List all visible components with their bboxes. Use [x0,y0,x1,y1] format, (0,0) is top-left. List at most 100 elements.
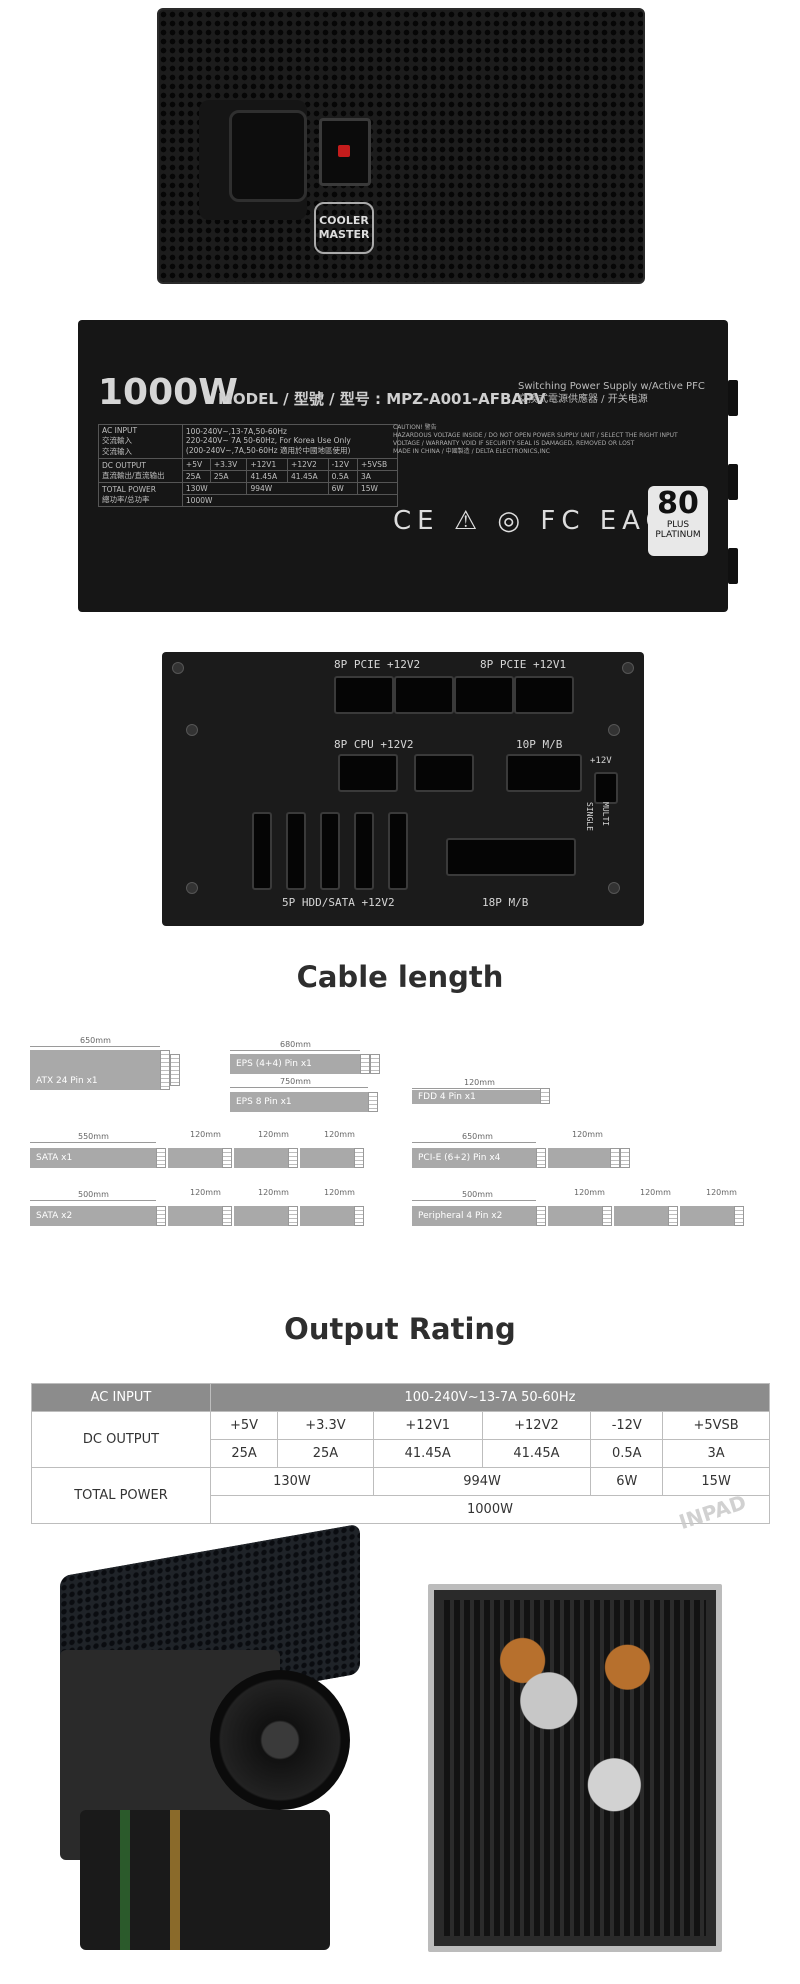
cable-plug [160,1050,170,1090]
mini-amp: 25A [209,470,248,483]
power-group: 994W [372,1467,592,1496]
cable-label: EPS 8 Pin x1 [236,1097,292,1107]
rail-label: +5V [209,1411,279,1440]
cable-eps8 [230,1092,368,1112]
label-multi: MULTI [601,802,610,827]
mini-rail: +12V2 [287,458,329,471]
sata-port [252,812,272,890]
psu-back-photo: COOLER MASTER [157,8,645,284]
cable-plug [536,1148,546,1168]
rail-switch [594,772,618,804]
cable-dim: 120mm [190,1130,221,1139]
screw [186,882,198,894]
cable-label: FDD 4 Pin x1 [418,1092,476,1102]
psu-fan [210,1670,350,1810]
cable-dim: 750mm [280,1077,311,1086]
label-8p-cpu: 8P CPU +12V2 [334,738,414,751]
dim-line [30,1142,156,1143]
cable-seg [168,1206,222,1226]
rail-label: +12V2 [481,1411,592,1440]
mini-rail: -12V [327,458,359,471]
mini-total: 1000W [181,494,399,507]
dc-output-label: DC OUTPUT [31,1411,211,1468]
rail-amps: 25A [209,1439,279,1468]
cable-dim: 650mm [80,1036,111,1045]
cable-plug [668,1206,678,1226]
cable-dim: 120mm [706,1188,737,1197]
cable-plug [288,1206,298,1226]
pcie-port [454,676,514,714]
label-8p-pcie-12v2: 8P PCIE +12V2 [334,658,421,671]
cable-atx24 [30,1050,160,1090]
cable-eps44 [230,1054,360,1074]
cable-plug [222,1206,232,1226]
label-single: SINGLE [585,802,594,831]
label-5p-hdd-sata: 5P HDD/SATA +12V2 [282,896,395,909]
80plus-badge: 80 PLUS PLATINUM [648,486,708,556]
cable-plug [222,1148,232,1168]
label-10p-mb: 10P M/B [516,738,563,751]
cable-plug [540,1088,550,1104]
dim-line [412,1142,536,1143]
cable-dim: 120mm [258,1130,289,1139]
modular-panel-photo: 8P PCIE +12V2 8P PCIE +12V1 8P CPU +12V2… [162,652,644,926]
label-12v: +12V [590,756,612,766]
power-group: 130W [210,1467,374,1496]
cable-dim: 120mm [572,1130,603,1139]
mini-rail: +5V [181,458,211,471]
rail-label: +12V1 [372,1411,483,1440]
cable-sata2 [30,1206,156,1226]
mini-amp: 41.45A [246,470,289,483]
mini-amp: 41.45A [287,470,329,483]
cable-plug [734,1206,744,1226]
cable-label: SATA x2 [36,1211,73,1221]
switch-led [338,145,350,157]
cable-label: ATX 24 Pin x1 [36,1076,98,1086]
caution-title: CAUTION! 警告 [393,424,437,431]
mb18-port [446,838,576,876]
cable-seg [300,1148,354,1168]
dim-line [230,1087,368,1088]
cable-seg [548,1148,610,1168]
cable-dim: 120mm [574,1188,605,1197]
cable-plug [368,1092,378,1112]
power-group: 15W [662,1467,770,1496]
ac-inlet [229,110,307,202]
cable-plug [170,1054,180,1086]
maker-text: MADE IN CHINA / 中國製造 / DELTA ELECTRONICS… [393,448,550,455]
psu-label-photo: 1000W MODEL / 型號 / 型号 : MPZ-A001-AFBAPV … [78,320,738,612]
cable-pcie [412,1148,536,1168]
sata-port [388,812,408,890]
label-type-cn: 交換式電源供應器 / 开关电源 [518,394,648,405]
cable-seg [548,1206,602,1226]
pcie-port [334,676,394,714]
cable-plug [288,1148,298,1168]
cable-plug [354,1148,364,1168]
mini-power: 6W [327,482,359,495]
cable-plug [602,1206,612,1226]
label-caution: CAUTION! 警告 HAZARDOUS VOLTAGE INSIDE / D… [393,424,703,456]
screw [172,662,184,674]
cable-sata1 [30,1148,156,1168]
cooler-master-logo: COOLER MASTER [314,202,374,254]
psu-internal-base [80,1810,330,1950]
label-8p-pcie-12v1: 8P PCIE +12V1 [480,658,567,671]
cpu-port [338,754,398,792]
cable-plug [156,1206,166,1226]
psu-pcb [444,1600,706,1936]
cable-plug [620,1148,630,1168]
label-type-en: Switching Power Supply w/Active PFC [518,381,705,392]
total-power-label: TOTAL POWER [31,1467,211,1524]
cable-fdd [412,1090,540,1104]
cable-seg [234,1206,288,1226]
output-rating-table: AC INPUT 100-240V~13-7A 50-60Hz DC OUTPU… [31,1383,770,1524]
dim-line [30,1200,156,1201]
cable-dim: 120mm [324,1130,355,1139]
cable-dim: 680mm [280,1040,311,1049]
cable-dim: 500mm [462,1190,493,1199]
sata-port [286,812,306,890]
cable-dim: 120mm [640,1188,671,1197]
